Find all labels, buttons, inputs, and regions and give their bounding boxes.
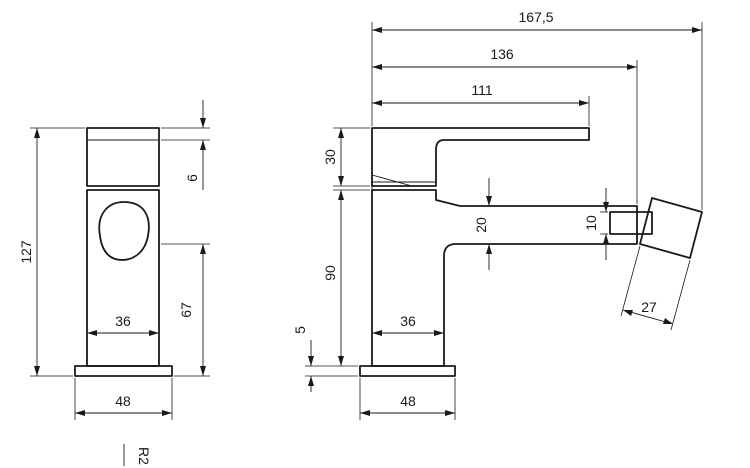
side-nozzle [609,211,653,235]
dim-front-overall-height: 127 [18,240,34,264]
side-lever [371,127,590,187]
dim-side-nozzle-height: 10 [583,215,599,231]
side-nozzle-head [639,197,703,259]
dim-side-spout-height: 20 [473,217,489,233]
dim-side-overall-length: 167,5 [518,9,553,25]
dim-side-lever-height: 30 [322,149,338,165]
front-base [74,365,173,377]
dim-front-base-width: 48 [115,393,131,409]
side-base [359,365,456,377]
front-view: 127 6 67 36 48 [18,100,210,420]
dim-side-base-width: 48 [400,393,416,409]
dim-side-body-height: 90 [322,265,338,281]
dim-side-nozzle-length: 27 [641,299,657,315]
front-spout-oval [98,201,150,261]
drawing-code-label: R2 [136,447,152,465]
dim-front-spout-height: 67 [178,302,194,318]
dim-front-body-width: 36 [115,313,131,329]
dim-side-lever-length: 111 [471,82,492,98]
dim-side-body-width: 36 [400,313,416,329]
front-lever-cap [86,127,160,187]
side-view: 167,5 136 111 30 90 5 [292,9,703,420]
dim-side-length-to-nozzle: 136 [490,46,514,62]
dim-front-lever-height: 6 [184,174,200,182]
side-body-spout [371,189,638,367]
dim-side-base-height: 5 [292,326,308,334]
